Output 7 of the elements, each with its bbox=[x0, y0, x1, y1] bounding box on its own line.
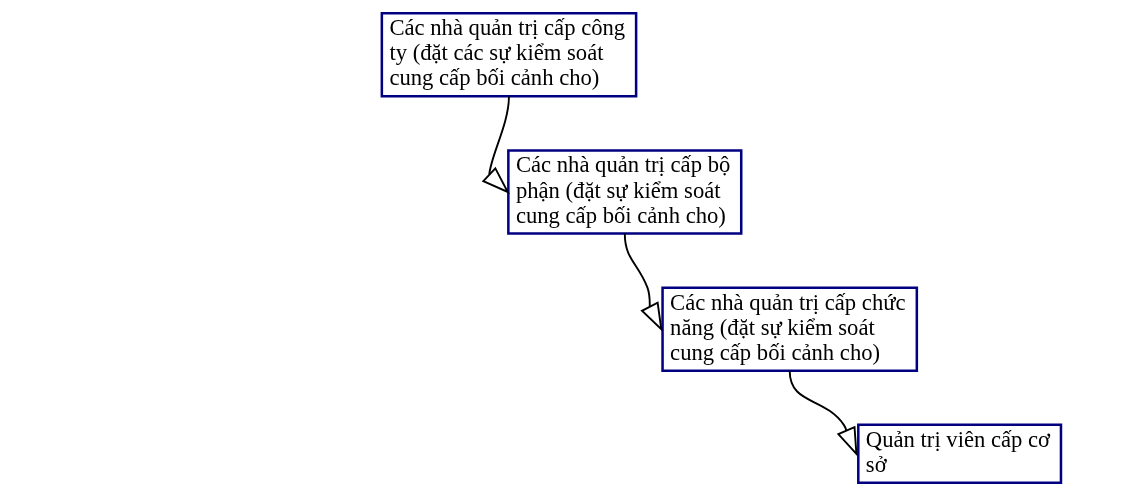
arrow bbox=[481, 95, 510, 194]
node-box: Các nhà quản trị cấp chức năng (đặt sự kiểm soát cung cấp bối cảnh cho) bbox=[661, 286, 919, 372]
node-box: Quản trị viên cấp cơ sở bbox=[857, 423, 1063, 485]
arrow bbox=[623, 232, 663, 332]
node-box: Các nhà quản trị cấp bộ phận (đặt sự kiểm soát cung cấp bối cảnh cho) bbox=[507, 149, 743, 235]
arrow bbox=[788, 369, 858, 457]
node-box: Các nhà quản trị cấp công ty (đặt các sự kiểm soát cung cấp bối cảnh cho) bbox=[380, 11, 638, 98]
